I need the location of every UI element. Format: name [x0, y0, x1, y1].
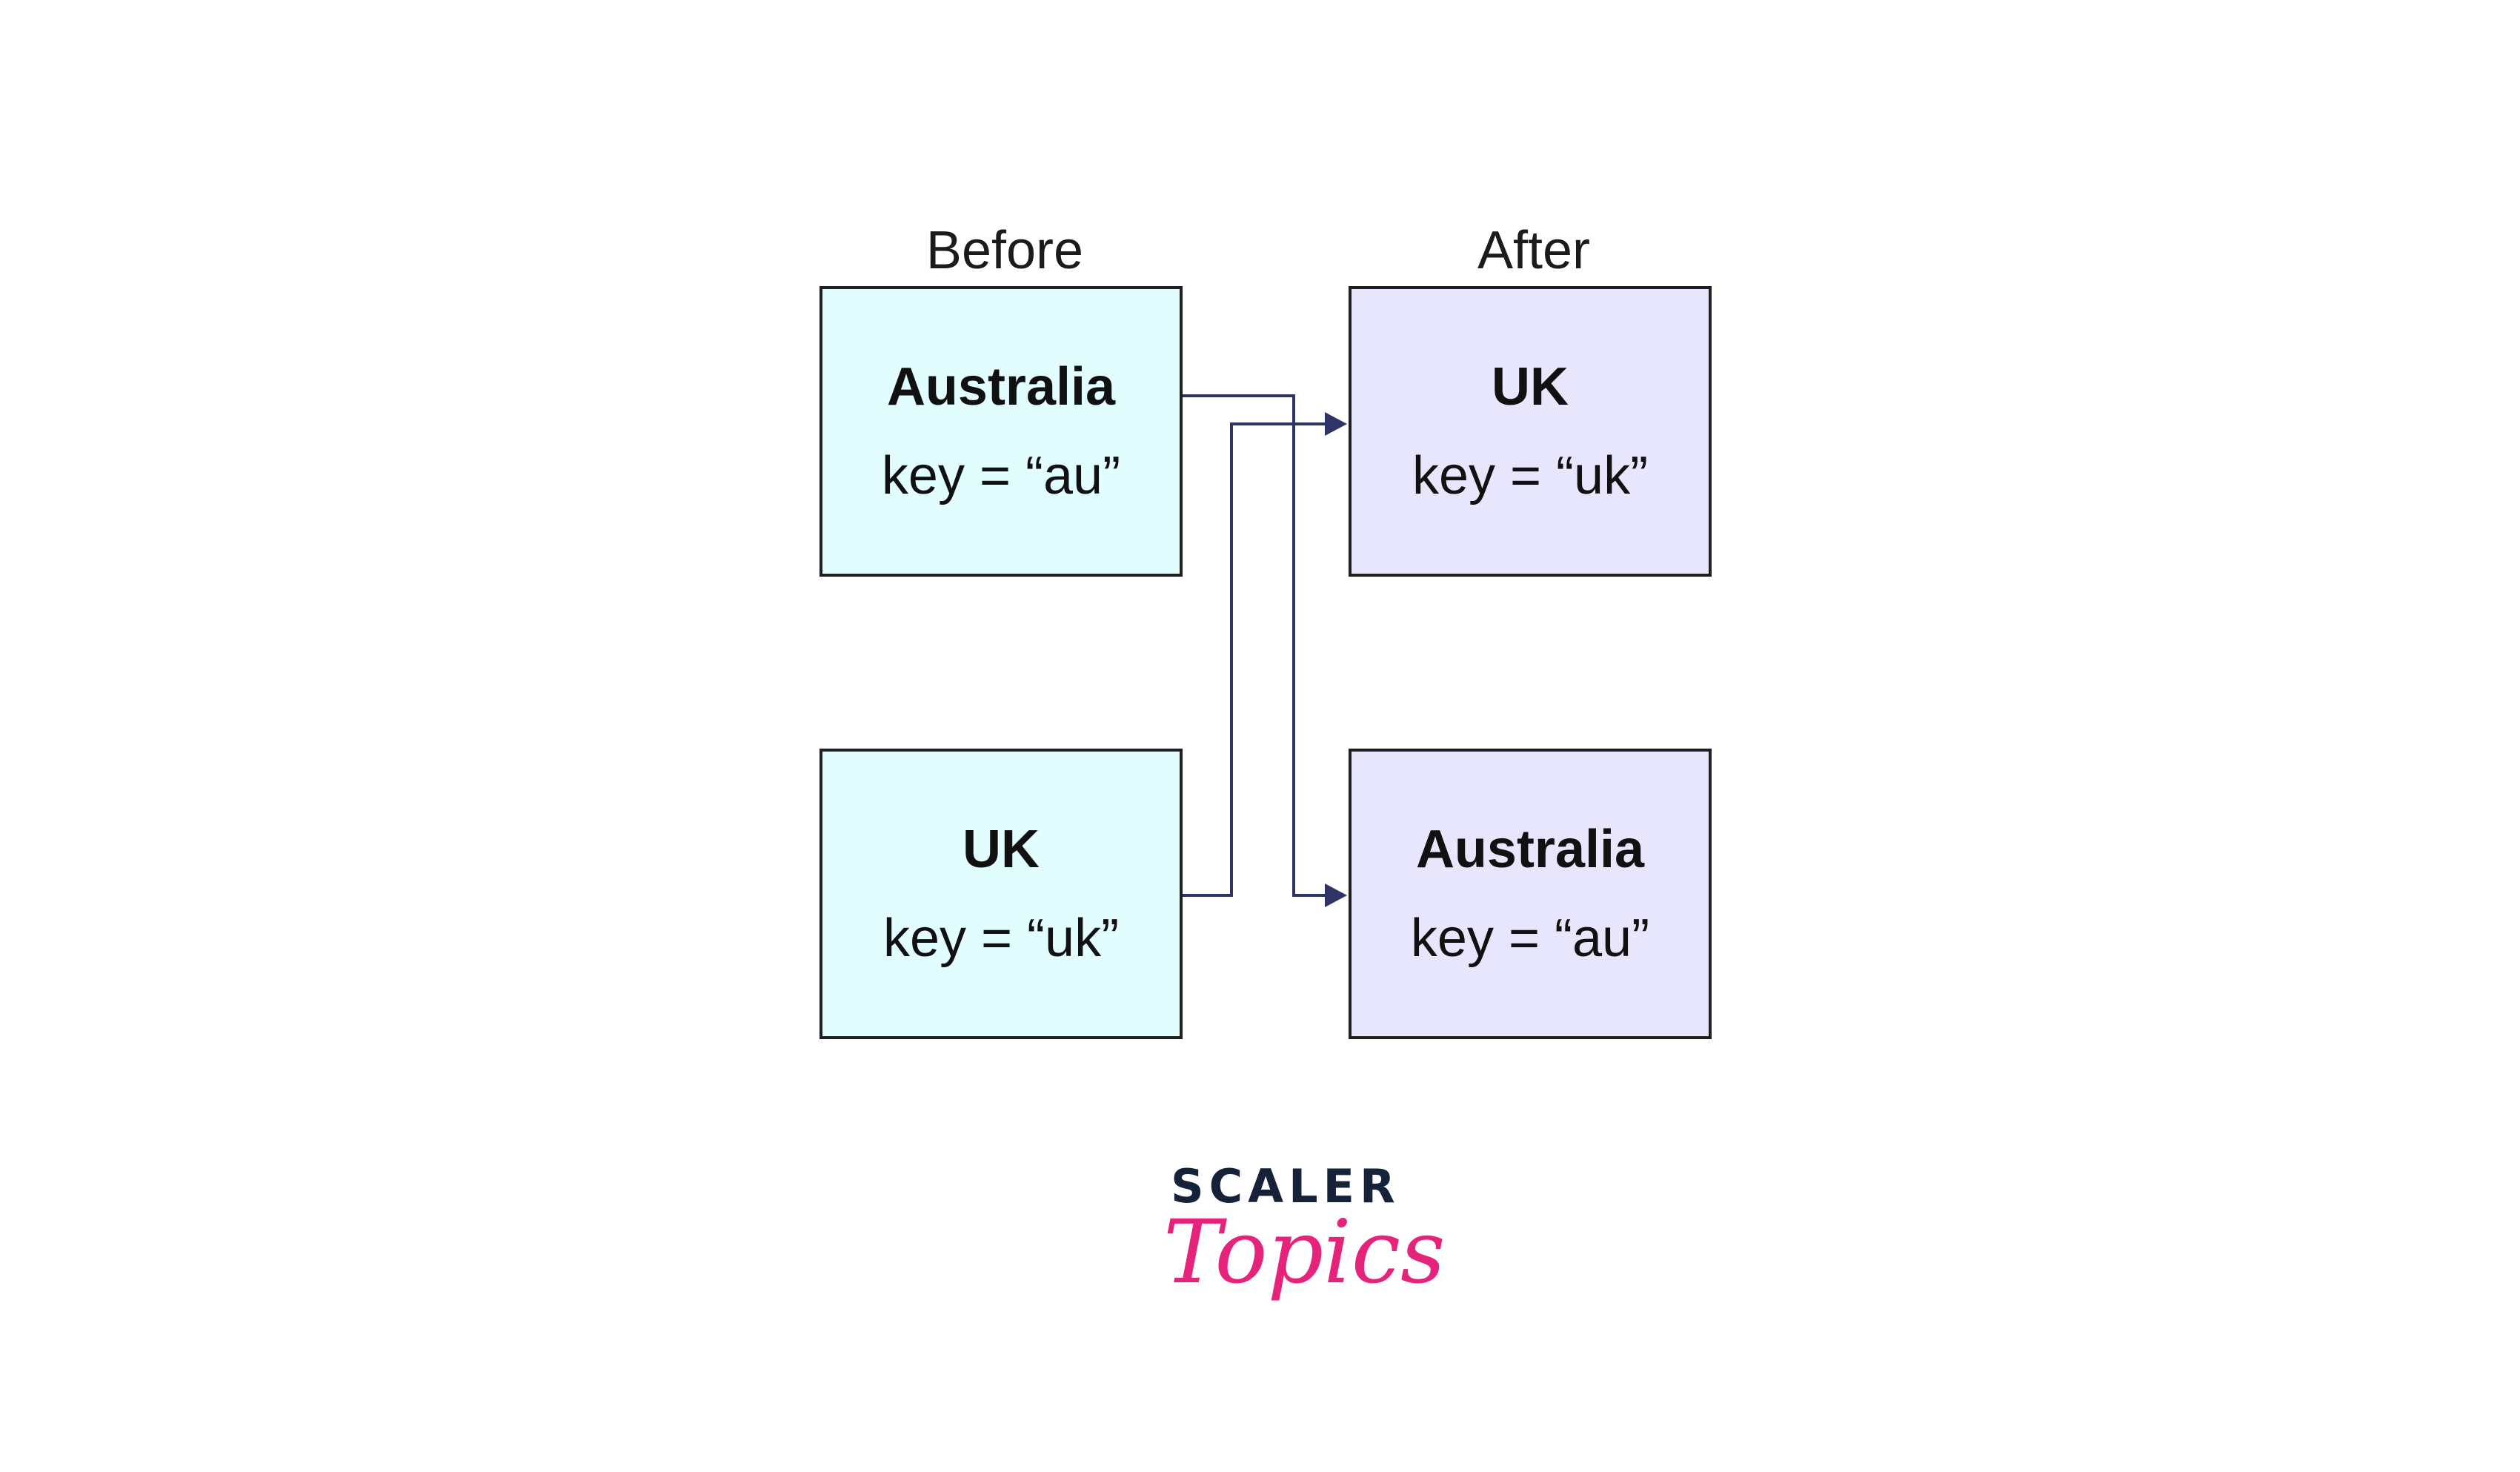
after-box-australia: Australia key = “au” — [1349, 749, 1712, 1039]
box-name: UK — [1492, 357, 1569, 417]
arrowhead-australia — [1325, 883, 1347, 907]
box-name: Australia — [1415, 820, 1645, 879]
scaler-topics-logo: SCALER Topics — [1141, 1159, 1446, 1356]
box-key: key = “au” — [1410, 909, 1650, 968]
box-name: UK — [963, 820, 1040, 879]
before-heading: Before — [925, 221, 1084, 280]
before-box-australia: Australia key = “au” — [820, 286, 1183, 577]
logo-line1: SCALER — [1171, 1159, 1400, 1213]
connector-australia — [1183, 394, 1325, 897]
arrowhead-uk — [1325, 412, 1347, 436]
box-name: Australia — [886, 357, 1116, 417]
box-key: key = “uk” — [1412, 446, 1649, 505]
box-key: key = “uk” — [882, 909, 1120, 968]
logo-line2: Topics — [1163, 1201, 1446, 1303]
before-box-uk: UK key = “uk” — [820, 749, 1183, 1039]
box-key: key = “au” — [881, 446, 1121, 505]
after-box-uk: UK key = “uk” — [1349, 286, 1712, 577]
after-heading: After — [1477, 221, 1591, 280]
connector-uk — [1183, 422, 1325, 897]
